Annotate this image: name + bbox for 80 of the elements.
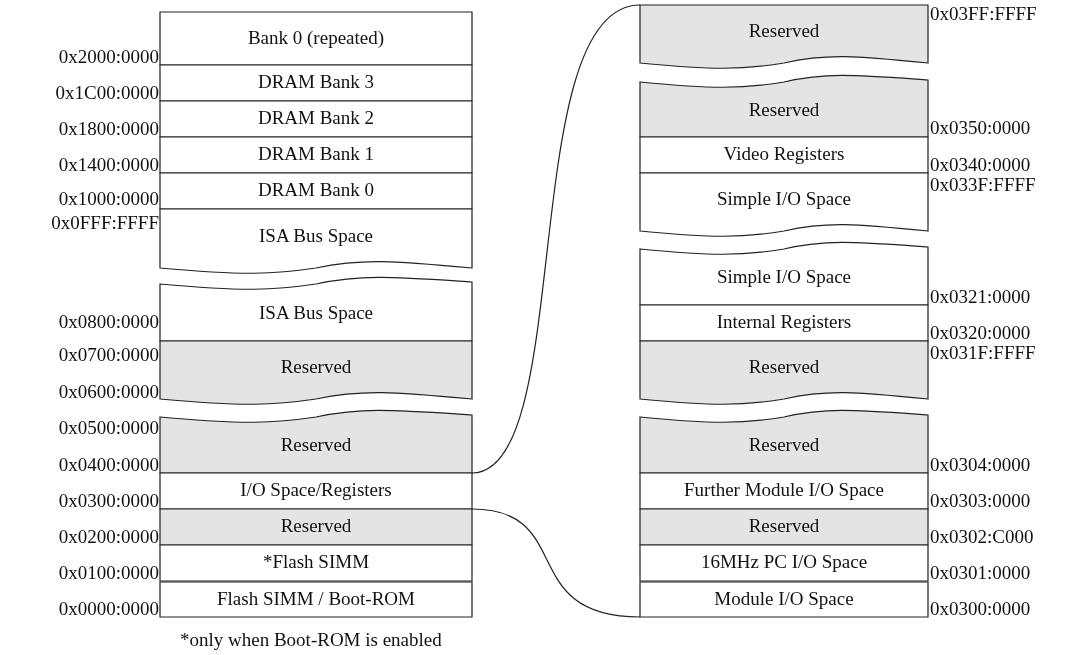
region-label: DRAM Bank 0 xyxy=(256,179,376,201)
memory-region xyxy=(160,173,472,209)
memory-region xyxy=(640,545,928,581)
address-label: 0x033F:FFFF xyxy=(930,174,1036,196)
address-label: 0x1C00:0000 xyxy=(55,82,159,104)
memory-region xyxy=(640,173,928,235)
address-label: 0x0303:0000 xyxy=(930,490,1031,512)
memory-region xyxy=(160,341,472,403)
region-label: DRAM Bank 2 xyxy=(256,107,376,129)
address-label: 0x0340:0000 xyxy=(930,154,1031,176)
memory-region xyxy=(640,305,928,341)
region-label: Reserved xyxy=(747,98,821,121)
memory-region xyxy=(640,76,928,137)
region-label: Reserved xyxy=(279,515,353,537)
region-label: ISA Bus Space xyxy=(258,224,374,247)
memory-region xyxy=(160,209,472,272)
region-label: DRAM Bank 3 xyxy=(256,71,376,93)
memory-region xyxy=(640,582,928,617)
address-label: 0x0321:0000 xyxy=(930,286,1031,308)
address-label: 0x0300:0000 xyxy=(930,598,1031,620)
memory-region xyxy=(640,411,928,473)
memory-region xyxy=(640,341,928,403)
region-label: Video Registers xyxy=(722,143,846,165)
region-label: Reserved xyxy=(279,356,353,378)
memory-region xyxy=(160,137,472,173)
expansion-line xyxy=(471,508,641,618)
address-label: 0x0302:C000 xyxy=(930,526,1034,548)
address-label: 0x0FFF:FFFF xyxy=(51,212,159,234)
address-label: 0x0350:0000 xyxy=(930,117,1031,139)
address-label: 0x0700:0000 xyxy=(58,344,159,366)
region-label: ISA Bus Space xyxy=(258,301,374,324)
region-label: 16MHz PC I/O Space xyxy=(699,551,869,573)
address-label: 0x0100:0000 xyxy=(58,562,159,584)
region-label: *Flash SIMM xyxy=(261,551,371,573)
address-label: 0x1800:0000 xyxy=(58,118,159,140)
region-label: Bank 0 (repeated) xyxy=(246,26,386,49)
memory-region xyxy=(160,582,472,617)
region-label: Simple I/O Space xyxy=(716,188,852,210)
address-label: 0x1400:0000 xyxy=(58,154,159,176)
address-label: 0x0800:0000 xyxy=(58,311,159,333)
region-label: Flash SIMM / Boot-ROM xyxy=(216,587,416,610)
region-label: Reserved xyxy=(747,434,821,456)
memory-region xyxy=(640,509,928,545)
address-label: 0x0320:0000 xyxy=(930,322,1031,344)
region-label: Simple I/O Space xyxy=(716,266,852,288)
address-label: 0x0400:0000 xyxy=(58,454,159,476)
address-label: 0x2000:0000 xyxy=(58,46,159,68)
memory-region xyxy=(640,473,928,509)
address-label: 0x0500:0000 xyxy=(58,417,159,439)
address-label: 0x0200:0000 xyxy=(58,526,159,548)
address-label: 0x0300:0000 xyxy=(58,490,159,512)
memory-region xyxy=(160,12,472,65)
region-label: DRAM Bank 1 xyxy=(256,143,376,165)
address-label: 0x03FF:FFFF xyxy=(930,3,1037,25)
address-label: 0x031F:FFFF xyxy=(930,342,1036,364)
region-label: Reserved xyxy=(747,20,821,42)
memory-region xyxy=(160,509,472,545)
memory-region xyxy=(640,5,928,67)
region-label: Module I/O Space xyxy=(713,587,855,610)
memory-region xyxy=(160,65,472,101)
address-label: 0x0304:0000 xyxy=(930,454,1031,476)
region-label: Reserved xyxy=(747,515,821,537)
footnote: *only when Boot-ROM is enabled xyxy=(180,629,442,651)
memory-region xyxy=(160,411,472,473)
address-label: 0x0000:0000 xyxy=(58,598,159,620)
memory-region xyxy=(640,243,928,305)
memory-region xyxy=(160,545,472,581)
memory-region xyxy=(160,473,472,509)
region-label: I/O Space/Registers xyxy=(239,479,393,501)
address-label: 0x1000:0000 xyxy=(58,188,159,210)
region-label: Reserved xyxy=(747,356,821,378)
address-label: 0x0600:0000 xyxy=(58,381,159,403)
memory-region xyxy=(160,101,472,137)
address-label: 0x0301:0000 xyxy=(930,562,1031,584)
region-label: Internal Registers xyxy=(715,311,853,333)
region-label: Reserved xyxy=(279,434,353,456)
memory-region xyxy=(640,137,928,173)
expansion-line xyxy=(471,4,641,474)
region-label: Further Module I/O Space xyxy=(683,479,885,501)
memory-region xyxy=(160,278,472,341)
